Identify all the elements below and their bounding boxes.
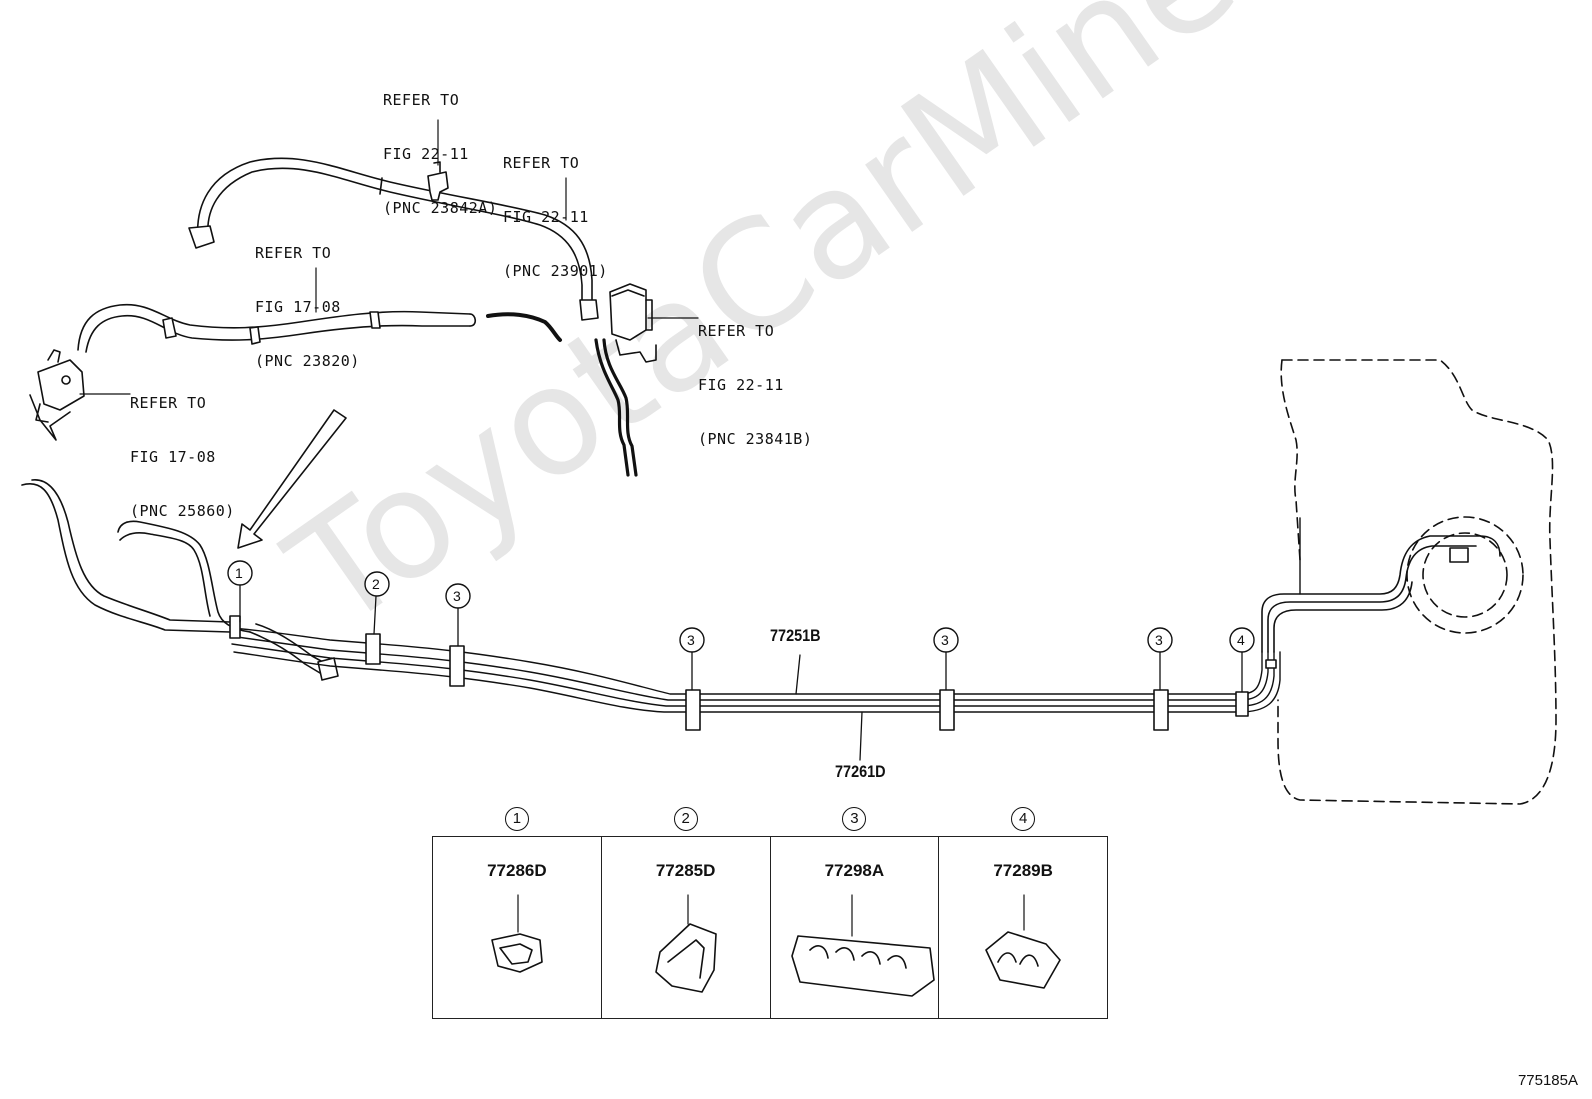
legend-part-number: 77289B [993, 861, 1053, 880]
legend-part-77298a [791, 894, 935, 997]
legend-part-77289b [985, 894, 1061, 989]
reference-25860: REFER TO FIG 17-08 (PNC 25860) [130, 358, 235, 556]
legend-number: 1 [504, 807, 529, 831]
reference-line: REFER TO [255, 244, 332, 262]
legend-number: 2 [673, 807, 698, 831]
legend-part-77285d [655, 894, 717, 993]
callout-number: 3 [687, 632, 696, 648]
line-clamps [229, 615, 1249, 731]
reference-23820: REFER TO FIG 17-08 (PNC 23820) [255, 208, 360, 406]
reference-line: REFER TO [383, 91, 460, 109]
legend-part-number: 77286D [487, 861, 547, 880]
callout-number: 4 [1237, 632, 1246, 648]
reference-line: (PNC 23901) [503, 262, 608, 280]
reference-line: REFER TO [130, 394, 207, 412]
wire-harness [594, 338, 638, 477]
reference-line: REFER TO [503, 154, 580, 172]
reference-line: (PNC 23820) [255, 352, 360, 370]
callout-circles [227, 560, 1255, 653]
legend-part-number: 77298A [824, 861, 885, 880]
reference-line: REFER TO [698, 322, 775, 340]
reference-line: (PNC 23841B) [698, 430, 813, 448]
reference-23842a: REFER TO FIG 22-11 (PNC 23842A) [383, 55, 497, 253]
part-number-lower-pipe: 77261D [835, 762, 886, 781]
reference-23841b: REFER TO FIG 22-11 (PNC 23841B) [698, 286, 812, 484]
main-fuel-lines [229, 627, 1281, 713]
clamp-legend-table: 1 77286D 2 77285D 3 77298A 4 77289B [432, 807, 1108, 1019]
reference-line: FIG 17-08 [130, 448, 216, 466]
reference-line: FIG 22-11 [698, 376, 784, 394]
legend-cell-2: 2 77285D [602, 807, 771, 1018]
reference-line: FIG 22-11 [503, 208, 589, 226]
direction-arrow [237, 409, 347, 549]
clip-23842a [427, 161, 449, 201]
hose-23820 [77, 303, 562, 353]
reference-23901: REFER TO FIG 22-11 (PNC 23901) [503, 118, 608, 316]
reference-line: FIG 17-08 [255, 298, 341, 316]
canister-25860 [29, 349, 85, 441]
front-fuel-lines [21, 479, 339, 681]
tank-lines [1261, 517, 1501, 669]
legend-cell-1: 1 77286D [433, 807, 602, 1018]
legend-number: 3 [842, 807, 867, 831]
valve-23841b [609, 283, 657, 363]
callout-number: 3 [453, 588, 462, 604]
part-number-upper-pipe: 77251B [770, 626, 821, 645]
callout-number: 3 [1155, 632, 1164, 648]
callout-leaders [239, 584, 1243, 761]
callout-number: 1 [235, 565, 244, 581]
reference-line: FIG 22-11 [383, 145, 469, 163]
callout-number: 3 [941, 632, 950, 648]
vent-hose-23901 [188, 157, 599, 321]
fuel-tank [1277, 359, 1557, 805]
legend-cell-3: 3 77298A [771, 807, 940, 1018]
reference-line: (PNC 25860) [130, 502, 235, 520]
legend-part-number: 77285D [655, 861, 716, 880]
legend-cell-4: 4 77289B [939, 807, 1107, 1018]
callout-number: 2 [372, 576, 381, 592]
reference-line: (PNC 23842A) [383, 199, 498, 217]
figure-code: 775185A [1517, 1072, 1578, 1089]
legend-number: 4 [1011, 807, 1036, 831]
reference-leaders [79, 119, 699, 395]
legend-part-77286d [491, 894, 543, 973]
